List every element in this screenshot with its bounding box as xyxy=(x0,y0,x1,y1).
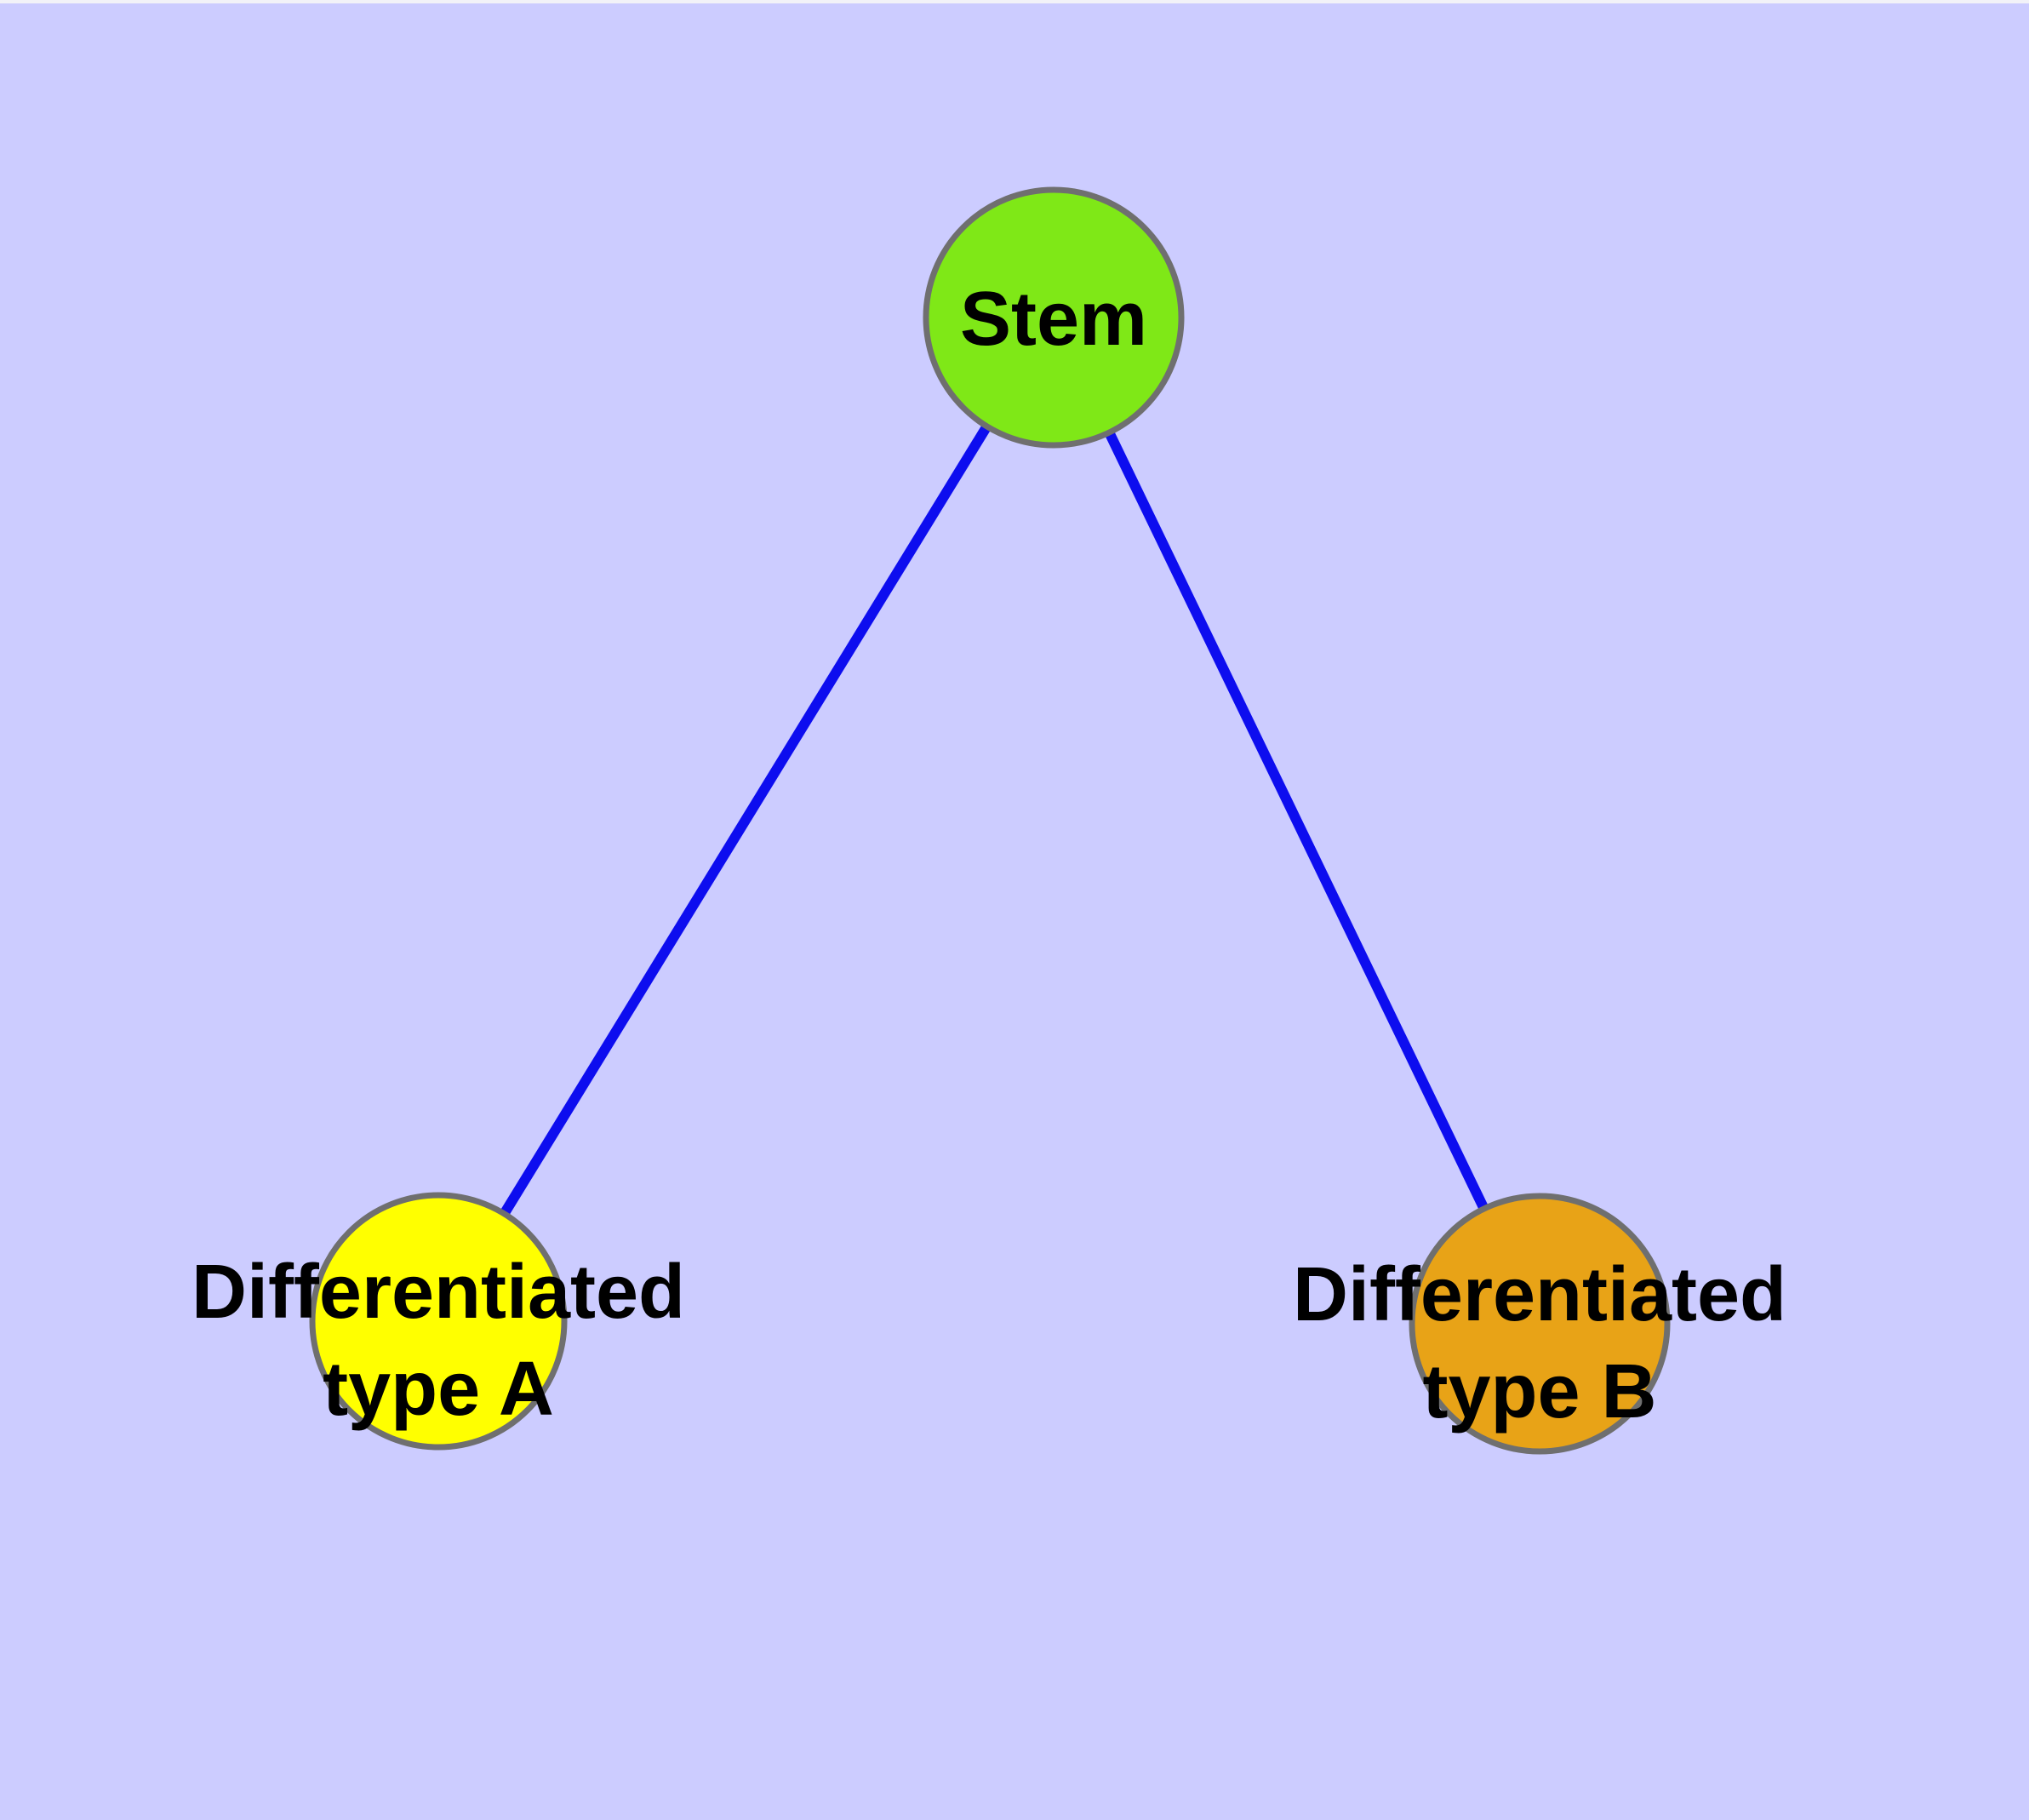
node-stem xyxy=(923,186,1185,449)
edge-stem-to-diff-b xyxy=(1049,315,1545,1326)
node-diff-b xyxy=(1409,1193,1671,1455)
node-diff-a xyxy=(309,1192,568,1451)
window-top-edge xyxy=(0,0,2029,3)
edge-stem-to-diff-a xyxy=(433,314,1059,1325)
node-label-stem: Stem xyxy=(960,277,1147,362)
